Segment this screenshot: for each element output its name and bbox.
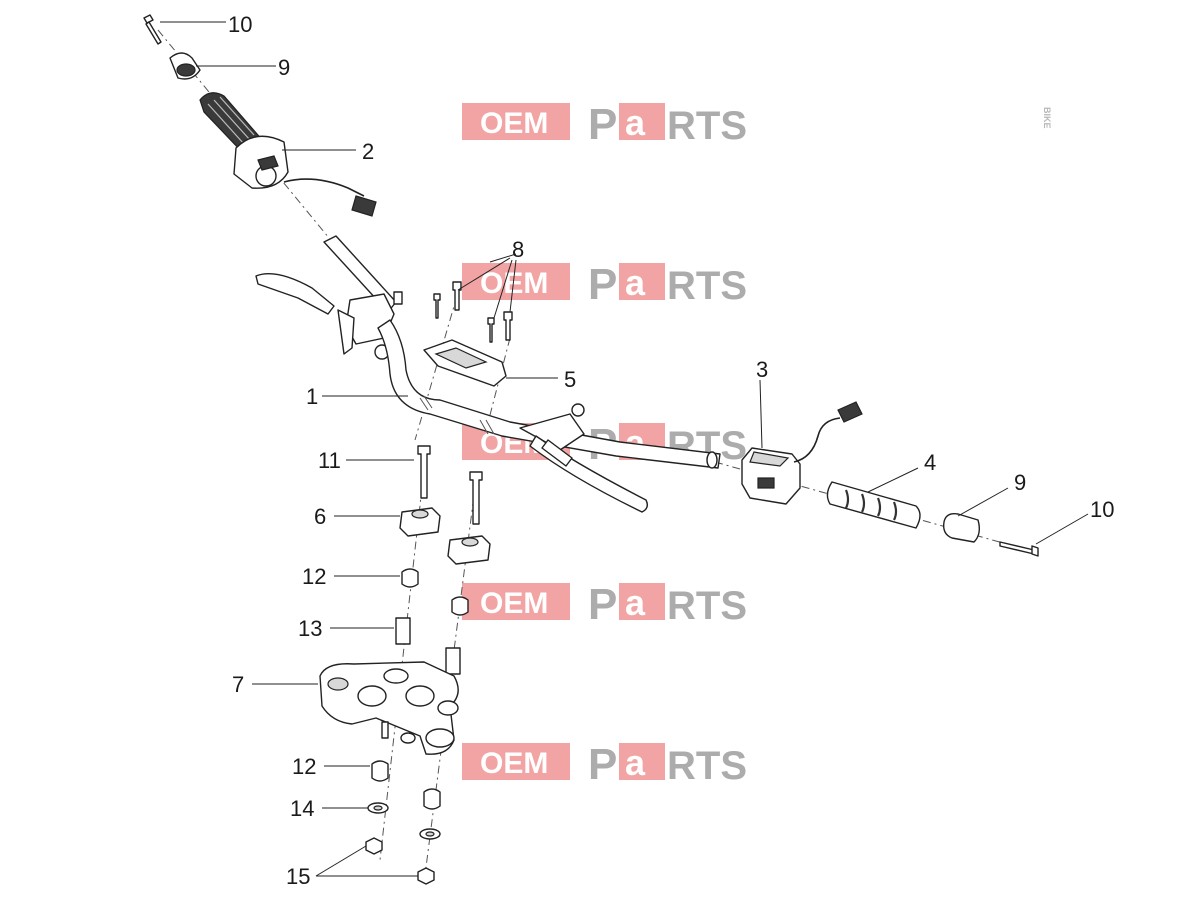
watermark-a-text: a	[625, 262, 646, 303]
watermark-rts-text: RTS	[667, 584, 747, 628]
callout-8: 8	[512, 237, 524, 262]
bushings-lower	[371, 760, 441, 810]
callout-2: 2	[362, 139, 374, 164]
callout-4: 4	[924, 450, 936, 475]
washers	[367, 802, 441, 840]
watermark-p-text: P	[588, 100, 617, 149]
callout-3: 3	[756, 357, 768, 382]
callout-9-top: 9	[278, 55, 290, 80]
callout-6: 6	[314, 504, 326, 529]
right-lever-assembly	[519, 403, 649, 513]
right-grip	[826, 481, 921, 529]
lower-riser-blocks	[399, 507, 491, 565]
callout-13: 13	[298, 616, 322, 641]
watermark-1: OEM BIKE P a RTS	[462, 100, 1052, 149]
watermark-oem-text: OEM	[480, 107, 548, 140]
callout-12-lower: 12	[292, 754, 316, 779]
watermark-a-text: a	[625, 742, 646, 783]
callout-14: 14	[290, 796, 314, 821]
riser-bolts	[417, 445, 483, 525]
watermark-4: OEM P a RTS	[462, 580, 747, 629]
nuts	[365, 837, 435, 885]
upper-clamp	[423, 339, 507, 387]
clamp-bolts	[433, 281, 513, 343]
watermark-rts-text: RTS	[667, 744, 747, 788]
watermark-p-text: P	[588, 740, 617, 789]
watermark-bike-text: BIKE	[1042, 107, 1052, 129]
triple-clamp	[319, 661, 459, 755]
callout-11: 11	[318, 448, 341, 473]
watermark-p-text: P	[588, 260, 617, 309]
callout-9-right: 9	[1014, 470, 1026, 495]
callout-7: 7	[232, 672, 244, 697]
callout-15: 15	[286, 864, 310, 889]
watermark-rts-text: RTS	[667, 264, 747, 308]
bar-end-weight-top	[169, 52, 201, 80]
bar-end-weight-right	[942, 512, 981, 543]
watermark-oem-text: OEM	[480, 747, 548, 780]
callout-1: 1	[306, 384, 318, 409]
watermark-a-text: a	[625, 582, 646, 623]
callout-10-top: 10	[228, 12, 252, 37]
callout-numbers: 10 9 2 8 5 1 3 4 9 10 11 6 12 13 7 12 14…	[228, 12, 1114, 889]
end-screw-top	[143, 14, 162, 45]
callout-12-upper: 12	[302, 564, 326, 589]
right-switch-housing	[741, 401, 863, 505]
spacer-tubes	[395, 617, 461, 675]
watermark-5: OEM P a RTS	[462, 740, 747, 789]
watermark-oem-text: OEM	[480, 587, 548, 620]
callout-5: 5	[564, 367, 576, 392]
watermark-p-text: P	[588, 580, 617, 629]
watermark-rts-text: RTS	[667, 104, 747, 148]
leader-lines	[160, 21, 1089, 877]
callout-10-right: 10	[1090, 497, 1114, 522]
bushings-upper	[401, 568, 469, 616]
end-screw-right	[999, 541, 1039, 557]
left-lever-assembly	[255, 235, 403, 360]
watermark-a-text: a	[625, 102, 646, 143]
left-switch-housing	[233, 135, 377, 217]
